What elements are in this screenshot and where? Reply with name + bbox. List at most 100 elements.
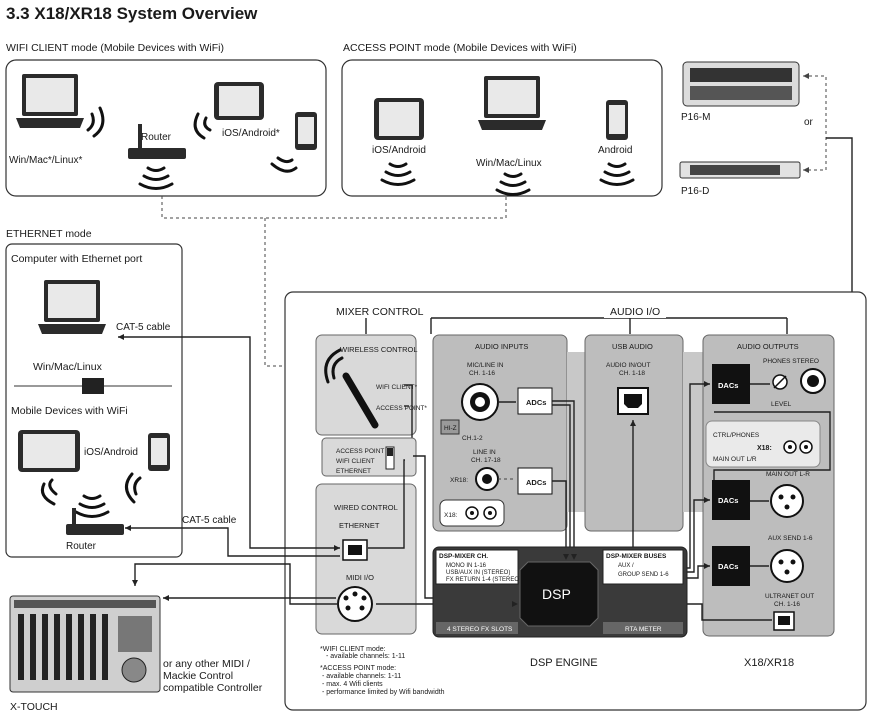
ethernet-laptop-label: Win/Mac/Linux [33,361,103,373]
dsp-engine-label: DSP ENGINE [530,657,598,669]
audio-inputs-title: AUDIO INPUTS [475,342,528,351]
switch-wifi-client-label: WIFI CLIENT [336,458,375,465]
ethernet-port-icon[interactable] [342,539,368,561]
xtouch-midi-wire-2 [134,563,338,605]
ctrl-phones-inset [705,420,821,468]
switch-access-point-label: ACCESS POINT [336,448,384,455]
phones-jack-icon[interactable] [800,368,826,394]
xr18-line-label: XR18: [450,477,468,484]
dsp-mixer-ch-box [435,549,519,585]
antenna-icon [324,348,379,429]
dsp-mixer-ch-item: MONO IN 1-16 [446,563,487,569]
access-point-phone-label: Android [598,145,632,156]
x-touch-controller-icon [9,595,161,693]
adcs-label-1: ADCs [526,398,546,407]
smartphone-icon [606,100,628,140]
xlr-output-icon[interactable] [770,549,804,583]
x18-rca-label: X18: [444,512,458,519]
mic-line-ch-label: CH. 1-16 [469,370,495,377]
main-out-lr-label: MAIN OUT L/R [713,456,757,463]
router-icon [128,124,186,159]
audio-outputs-title: AUDIO OUTPUTS [737,342,799,351]
ethernet-mobile-heading: Mobile Devices with WiFi [11,405,128,417]
xtouch-other-line: or any other MIDI / [163,658,250,670]
adcs-box-1 [517,387,553,415]
wifi-client-tablet-label: iOS/Android* [222,128,280,139]
p16-d-device-icon [679,161,801,179]
wired-control-title: WIRED CONTROL [334,503,398,512]
audio-io-heading: AUDIO I/O [610,306,660,318]
dsp-chip-label: DSP [542,586,571,602]
phones-label: PHONES STEREO [763,358,819,365]
wifi-signal-icon [270,156,298,173]
laptop-icon [478,76,546,130]
level-label: LEVEL [771,401,792,408]
usb-audio-ch-label: CH. 1-18 [619,370,645,377]
note-wifi-client-line: - available channels: 1-11 [326,653,405,660]
p16-or-label: or [804,117,814,128]
p16-link-dashed [803,75,827,171]
note-access-point-line: - max. 4 Wifi clients [322,681,383,688]
dsp-mixer-buses-item: AUX / [618,563,634,569]
xlr-output-icon[interactable] [770,484,804,518]
p16-m-device-icon [682,61,800,107]
usb-port-icon[interactable] [617,387,649,415]
note-wifi-client-title: *WIFI CLIENT mode: [320,646,386,653]
note-access-point-line: - available channels: 1-11 [322,673,401,680]
dsp-mixer-ch-title: DSP-MIXER CH. [439,553,488,560]
router-icon [66,508,124,535]
adc-to-dsp-wire [552,400,575,560]
xtouch-other-line: compatible Controller [163,682,263,694]
level-knob-icon[interactable] [772,374,788,390]
dacs-label-1: DACs [718,381,738,390]
wireless-access-point-label: ACCESS POINT* [376,405,427,412]
tablet-icon [374,98,424,140]
ethernet-cable-label-2: CAT-5 cable [182,515,237,526]
adc-to-dsp-wire [552,404,571,560]
usb-audio-title: USB AUDIO [612,342,653,351]
dsp-mixer-buses-title: DSP-MIXER BUSES [606,553,667,560]
midi-port-icon[interactable] [337,586,373,622]
ultranet-out-label: ULTRANET OUT [765,593,814,600]
note-access-point-title: *ACCESS POINT mode: [320,665,396,672]
ultranet-port-icon[interactable] [773,611,795,631]
note-access-point-line: - performance limited by Wifi bandwidth [322,689,445,696]
wireless-wifi-client-label: WIFI CLIENT* [376,384,418,391]
ethernet-cable-wire [118,336,340,549]
wifi-signal-icon [40,472,142,518]
hiz-label: HI-Z [444,425,457,432]
adcs-label-2: ADCs [526,478,546,487]
jack-input-icon[interactable] [475,467,499,491]
dacs-label-2: DACs [718,496,738,505]
rca-jack-icon[interactable] [783,440,813,454]
wired-ethernet-label: ETHERNET [339,521,380,530]
smartphone-icon [148,433,170,471]
ultranet-ch-label: CH. 1-16 [774,601,800,608]
aux-send-label: AUX SEND 1-6 [768,535,813,542]
main-out-title: MAIN OUT L-R [766,471,810,478]
ctrl-phones-label: CTRL/PHONES [713,432,760,439]
wifi-signal-icon [193,112,212,140]
xlr-combo-jack-icon[interactable] [461,383,499,421]
wifi-signal-icon [380,162,416,186]
access-point-laptop-label: Win/Mac/Linux [476,158,542,169]
ethernet-heading: ETHERNET mode [6,228,92,240]
router-cable-wire [125,527,340,557]
ethernet-computer-heading: Computer with Ethernet port [11,253,142,265]
mode-switch-icon[interactable] [385,446,395,470]
dacs-box-2 [712,480,750,520]
model-label: X18/XR18 [744,657,794,669]
ethernet-cable-label-1: CAT-5 cable [116,322,171,333]
hiz-badge [440,419,460,435]
wifi-signal-icon [86,106,105,138]
wifi-signal-icon [495,172,531,196]
laptop-icon [38,280,106,334]
laptop-icon [16,74,84,128]
switch-to-ethernet-wire [368,459,405,549]
rca-jack-icon[interactable] [465,506,497,520]
wireless-control-title: WIRELESS CONTROL [340,345,418,354]
line-in-label: LINE IN [473,449,496,456]
wifi-client-heading: WIFI CLIENT mode (Mobile Devices with Wi… [6,42,224,54]
x18-out-label: X18: [757,445,772,452]
